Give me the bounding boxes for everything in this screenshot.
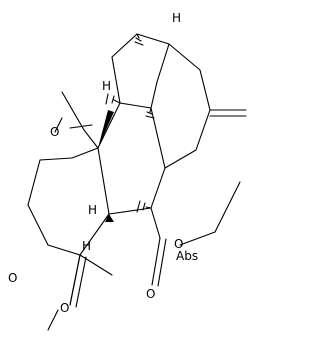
bond [27,204,49,246]
ester-carbonyl-double-bond [157,238,167,287]
bond [150,81,158,109]
atom-label-o1: O [50,125,59,139]
bond [156,43,170,83]
wedge-bond [98,110,114,148]
bond [179,231,216,246]
bond [111,33,138,58]
atom-label-o2: O [146,287,155,301]
bonds [27,33,241,331]
bond [150,207,161,239]
ester-carbonyl-double-bond [69,254,81,306]
atom-label-o5: O [8,271,17,285]
bond [61,91,85,131]
bond [164,149,197,169]
bond [111,56,121,104]
bond [39,157,73,161]
bond [97,102,121,149]
bond [47,309,59,331]
bond [83,129,99,149]
bond [136,33,170,45]
aldehyde-carbonyl-double-bond [69,124,93,129]
ester-carbonyl-double-bond [151,237,161,286]
atom-label-o4: O [60,301,69,315]
ester-carbonyl-double-bond [75,256,87,308]
atom-label-h4: H [82,239,91,253]
double-bonds [69,109,247,308]
hashed-wedge-bond [136,200,152,213]
atom-label-h3: H [88,203,97,217]
bond [108,207,152,215]
bond [97,147,110,215]
stereo-abs-label: Abs [176,249,198,263]
bond [79,213,110,256]
bond [150,167,166,209]
bond [119,102,152,109]
atom-label-h2: H [102,79,111,93]
bond [214,181,241,233]
bond [195,109,211,151]
bond [199,69,211,111]
hashed-wedge-bond [134,33,144,46]
bond [168,43,201,71]
atom-label-o3: O [174,237,183,251]
bond [47,244,81,256]
bond [71,147,99,159]
bond [54,117,63,133]
stereo-bonds [98,33,155,222]
hashed-wedge-bond [105,93,121,105]
chemical-structure-diagram: O O O O O H H H H Abs [8,11,247,331]
hashed-wedge-bond [145,107,155,119]
bond [27,159,41,206]
wedge-bond [105,214,114,222]
atom-labels: O O O O O H H H H Abs [8,11,198,315]
atom-label-h1: H [172,11,181,25]
bond [150,107,166,169]
